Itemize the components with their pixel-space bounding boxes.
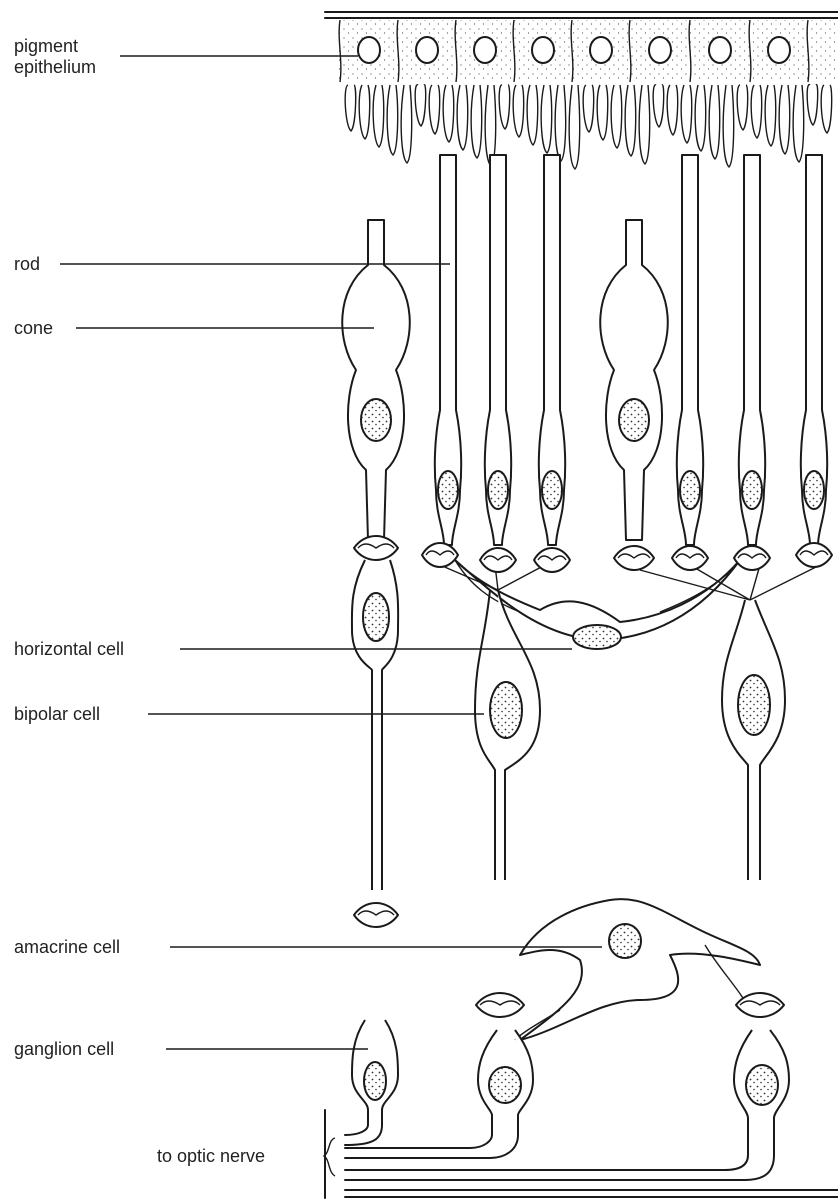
epithelial-process — [709, 85, 720, 159]
label-ganglion-cell: ganglion cell — [14, 1039, 368, 1059]
epithelial-process — [359, 85, 370, 139]
epithelial-process — [765, 85, 776, 146]
pigment-nucleus — [532, 37, 554, 63]
epithelial-process — [779, 85, 790, 154]
cone-cell — [600, 220, 668, 540]
epithelial-process — [667, 85, 678, 135]
amacrine-cell — [515, 899, 760, 1040]
pigment-label-line1: pigment — [14, 36, 78, 56]
epithelial-process — [821, 85, 832, 133]
epithelial-process — [541, 85, 552, 153]
epithelial-process — [415, 85, 426, 126]
rod-label: rod — [14, 254, 40, 274]
rod-nucleus — [488, 471, 508, 509]
pigment-nucleus — [768, 37, 790, 63]
epithelial-process — [681, 85, 692, 143]
pigment-nucleus — [649, 37, 671, 63]
epithelial-process — [639, 85, 650, 164]
pigment-nucleus — [709, 37, 731, 63]
pigment-nucleus — [474, 37, 496, 63]
epithelial-process — [751, 85, 762, 138]
label-pigment-epithelium: pigment epithelium — [14, 36, 358, 77]
epithelial-process — [345, 85, 356, 131]
epithelial-process — [555, 85, 566, 161]
rod-nucleus — [542, 471, 562, 509]
amacrine-cell-label: amacrine cell — [14, 937, 120, 957]
epithelial-process — [583, 85, 594, 132]
rod-nucleus — [438, 471, 458, 509]
cone-label: cone — [14, 318, 53, 338]
label-optic-nerve: to optic nerve — [157, 1138, 335, 1176]
cone-nucleus — [361, 399, 391, 441]
epithelial-process — [499, 85, 510, 129]
epithelial-process — [695, 85, 706, 151]
label-cone: cone — [14, 318, 374, 338]
cone-cell — [342, 220, 410, 540]
epithelial-process — [527, 85, 538, 145]
rod-nucleus — [742, 471, 762, 509]
label-amacrine-cell: amacrine cell — [14, 937, 602, 957]
epithelial-process — [737, 85, 748, 130]
ganglion-cell-label: ganglion cell — [14, 1039, 114, 1059]
pigment-nucleus — [590, 37, 612, 63]
epithelial-process — [723, 85, 734, 167]
rod-nucleus — [804, 471, 824, 509]
epithelial-process — [625, 85, 636, 156]
pigment-epithelium-layer — [325, 12, 838, 169]
rod-nucleus — [680, 471, 700, 509]
epithelial-process — [443, 85, 454, 142]
epithelial-process — [611, 85, 622, 148]
epithelial-process — [429, 85, 440, 134]
pigment-nucleus — [358, 37, 380, 63]
epithelial-process — [485, 85, 496, 166]
horizontal-cell-label: horizontal cell — [14, 639, 124, 659]
epithelial-process — [471, 85, 482, 158]
epithelial-process — [457, 85, 468, 150]
horizontal-cell — [455, 560, 740, 649]
cone-nucleus — [619, 399, 649, 441]
epithelial-process — [401, 85, 412, 163]
pigment-nucleus — [416, 37, 438, 63]
epithelial-process — [653, 85, 664, 127]
ganglion-cells — [352, 1020, 789, 1155]
optic-nerve-label: to optic nerve — [157, 1146, 265, 1166]
epithelial-process — [387, 85, 398, 155]
epithelial-process — [569, 85, 580, 169]
epithelial-process — [597, 85, 608, 140]
epithelial-process — [373, 85, 384, 147]
bipolar-cell-label: bipolar cell — [14, 704, 100, 724]
epithelial-process — [513, 85, 524, 137]
epithelial-process — [807, 85, 818, 125]
epithelial-process — [793, 85, 804, 162]
pigment-label-line2: epithelium — [14, 57, 96, 77]
optic-nerve-fibres — [325, 1110, 838, 1198]
label-bipolar-cell: bipolar cell — [14, 704, 484, 724]
